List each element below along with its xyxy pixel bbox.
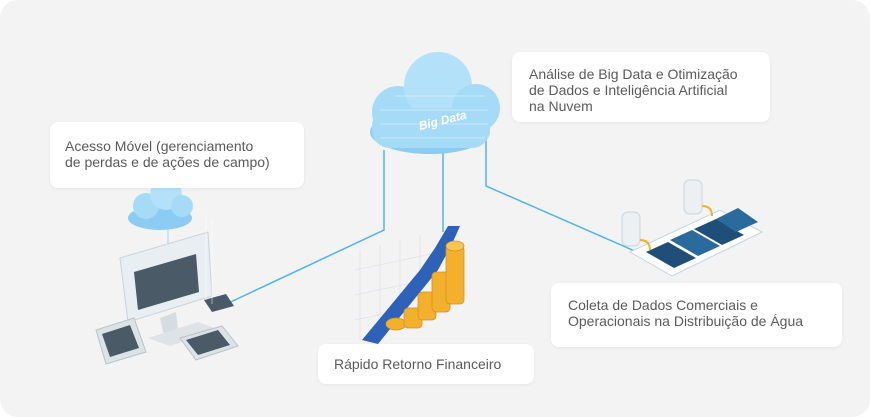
connector-mobile	[221, 150, 385, 307]
big-data-card: Análise de Big Data e Otimização de Dado…	[512, 52, 770, 122]
big-data-cloud: Big Data	[370, 52, 500, 154]
water-distribution-icon	[621, 179, 764, 277]
financial-return-card: Rápido Retorno Financeiro	[318, 344, 534, 384]
coin-stack-icon	[385, 240, 465, 331]
small-cloud-icon	[128, 178, 193, 258]
data-collection-card: Coleta de Dados Comerciais e Operacionai…	[551, 283, 842, 347]
growth-arrow-icon	[362, 226, 460, 344]
connector-sensors	[485, 110, 638, 253]
devices-icon	[95, 214, 239, 365]
mobile-access-card: Acesso Móvel (gerenciamento de perdas e …	[50, 122, 304, 188]
growth-chart-icon	[354, 226, 465, 344]
